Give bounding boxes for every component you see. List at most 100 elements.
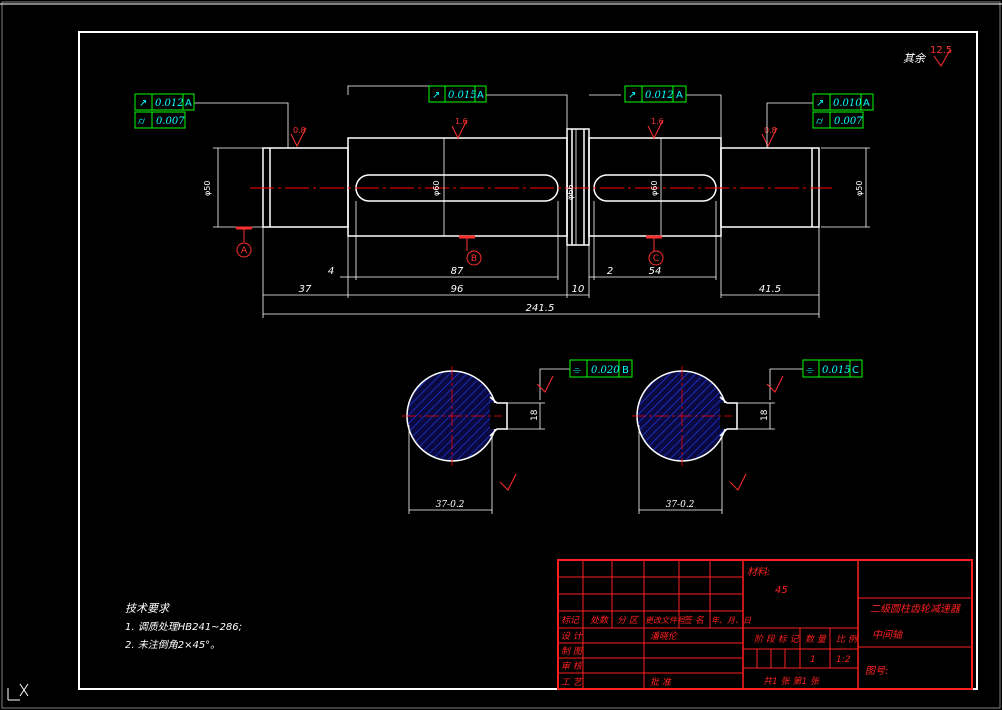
tol6-symbol: ⌯ (806, 365, 814, 376)
tol1b-symbol: ⌭ (138, 116, 146, 127)
material-label: 材料: (747, 566, 770, 578)
tol5-value: 0.020 (591, 365, 620, 376)
approve-label: 批 准 (650, 677, 672, 688)
audit-label: 审 核 (561, 661, 584, 672)
designer-label: 设 计 (561, 631, 583, 642)
diameter-label-1: φ50 (203, 181, 212, 196)
tolerance-frame-4: ↗ 0.010 A ⌭ 0.007 (812, 93, 874, 129)
row-header-3: 分 区 (617, 615, 640, 626)
tol2-datum: A (477, 90, 484, 101)
tol4b-value: 0.007 (834, 116, 863, 127)
tol1-value: 0.012 (155, 98, 184, 109)
sec1-key-width: 18 (530, 409, 540, 421)
tol3-datum: A (676, 90, 683, 101)
tolerance-frame-1: ↗ 0.012 A ⌭ 0.007 (134, 93, 195, 129)
tech-requirements: 技术要求 1. 调质处理HB241~286; 2. 未注倒角2×45°。 (125, 602, 242, 651)
tol5-symbol: ⌯ (573, 365, 581, 376)
keyway-1 (355, 174, 559, 202)
tol2-value: 0.015 (448, 90, 477, 101)
row-header-6: 年、月、日 (711, 616, 752, 625)
tol4-value: 0.010 (833, 98, 862, 109)
datum-labels: A B C (241, 246, 659, 264)
row-header-5: 签 名 (683, 615, 705, 626)
length-dimension-labels: 4 87 2 54 37 96 10 41.5 241.5 (299, 266, 782, 314)
tolerance-frame-6: ⌯ 0.015 C (802, 359, 863, 378)
tech-req-item-1: 1. 调质处理HB241~286; (125, 621, 242, 633)
material-value: 45 (775, 585, 788, 596)
diameter-label-4: φ60 (650, 181, 659, 196)
sheet-info: 共1 张 第1 张 (763, 676, 821, 687)
shaft-roughness-marks (290, 119, 778, 148)
tol6-value: 0.015 (822, 365, 851, 376)
tol4-symbol: ↗ (816, 98, 824, 109)
tolerance-leaders (194, 85, 813, 400)
tol6-datum: C (852, 365, 859, 376)
shaft-roughness-values: 0.8 1.6 1.6 0.8 (293, 117, 777, 135)
tol4-datum: A (863, 98, 870, 109)
datum-label-a: A (241, 246, 248, 256)
title-block (557, 559, 973, 690)
dim-41-5: 41.5 (759, 284, 781, 295)
tech-req-item-2: 2. 未注倒角2×45°。 (125, 639, 220, 651)
part-name: 中间轴 (872, 629, 903, 641)
dim-total: 241.5 (526, 303, 555, 314)
roughness-mark-3: 1.6 (651, 117, 664, 126)
tol3-value: 0.012 (645, 90, 674, 101)
dim-96: 96 (451, 284, 464, 295)
roughness-mark-4: 0.8 (764, 126, 777, 135)
drawing-border (78, 31, 978, 690)
scale-value: 1:2 (836, 655, 851, 665)
section-view-1: 18 37-0.2 (402, 366, 554, 514)
stage-header-3: 比 例 (836, 634, 859, 645)
tol1-symbol: ↗ (139, 98, 147, 109)
designer-name: 潘晓伦 (650, 631, 678, 642)
roughness-note-prefix: 其余 (903, 52, 927, 65)
roughness-mark-1: 0.8 (293, 126, 306, 135)
title-block-text: 材料: 45 二级圆柱齿轮减速器 中间轴 图号: 标记 处数 分 区 更改文件号… (561, 566, 961, 688)
drawing-no-label: 图号: (865, 666, 888, 677)
tolerance-frame-2: ↗ 0.015 A (428, 85, 487, 103)
row-header-2: 处数 (590, 615, 609, 626)
tol3-symbol: ↗ (628, 90, 636, 101)
stage-header-1: 阶 段 标 记 (754, 634, 800, 645)
tol1-datum: A (185, 98, 192, 109)
dim-4: 4 (328, 266, 334, 277)
row-header-4: 更改文件号 (645, 616, 686, 625)
datum-label-b: B (471, 254, 477, 264)
shaft-view (262, 128, 820, 246)
dim-54: 54 (649, 266, 662, 277)
tolerance-frame-5: ⌯ 0.020 B (569, 359, 633, 378)
drawing-name: 二级圆柱齿轮减速器 (870, 603, 961, 615)
datum-markers (236, 226, 664, 266)
dim-37: 37 (299, 284, 312, 295)
dim-87: 87 (451, 266, 464, 277)
tech-req-title: 技术要求 (125, 602, 171, 615)
diameter-label-3: φ66 (566, 185, 575, 200)
sec2-depth: 37-0.2 (666, 500, 695, 510)
shaft-gear-seat-1 (347, 137, 568, 237)
ucs-icon (7, 683, 29, 701)
tol2-symbol: ↗ (432, 90, 440, 101)
quantity-value: 1 (810, 655, 816, 665)
section-view-2: 18 37-0.2 (632, 366, 784, 514)
roughness-mark-2: 1.6 (455, 117, 468, 126)
diameter-label-2: φ60 (432, 181, 441, 196)
dim-10: 10 (572, 284, 585, 295)
tol4b-symbol: ⌭ (816, 116, 824, 127)
check-label: 制 图 (561, 646, 584, 657)
roughness-note-value: 12.5 (930, 45, 952, 56)
datum-label-c: C (653, 254, 659, 264)
process-label: 工 艺 (561, 677, 584, 688)
diameter-labels: φ50 φ60 φ66 φ60 φ50 (203, 181, 864, 200)
row-header-1: 标记 (561, 615, 580, 626)
sec2-key-width: 18 (760, 409, 770, 421)
tol5-datum: B (622, 365, 629, 376)
tolerance-frame-3: ↗ 0.012 A (624, 85, 687, 103)
length-dimensions (262, 201, 820, 318)
roughness-note: 其余 12.5 (903, 45, 952, 67)
stage-header-2: 数 量 (805, 634, 827, 645)
dim-2: 2 (607, 266, 613, 277)
diameter-label-5: φ50 (855, 181, 864, 196)
